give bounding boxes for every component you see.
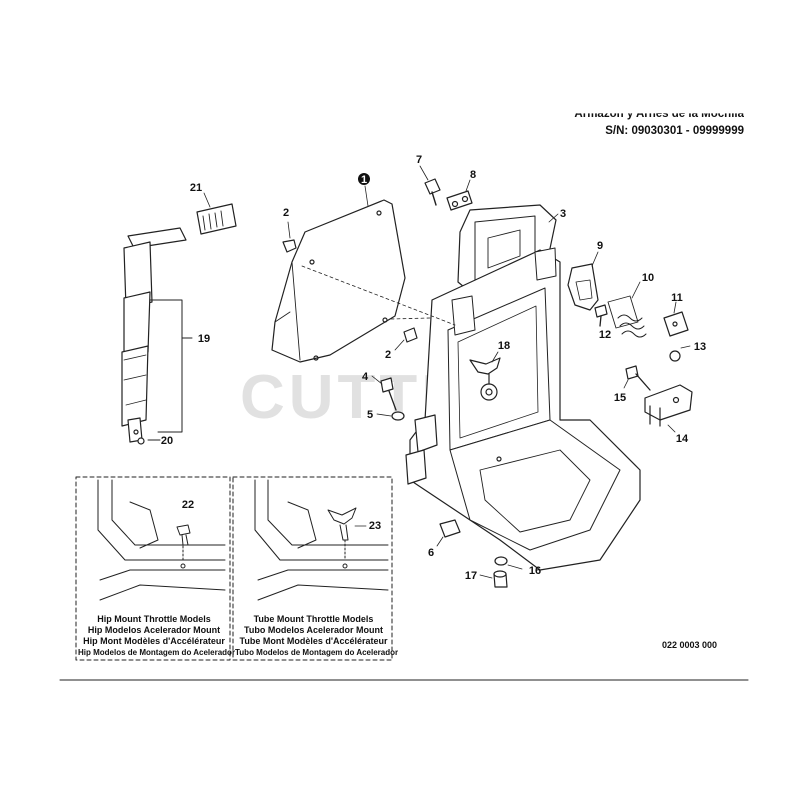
caption-line: Hip Mount Throttle Models bbox=[97, 614, 211, 624]
callout-21: 21 bbox=[190, 182, 202, 194]
shoulder-strap-part bbox=[121, 227, 187, 445]
callout-9: 9 bbox=[597, 240, 603, 252]
bolt-part bbox=[371, 375, 397, 411]
washer-part bbox=[494, 556, 508, 566]
callout-7: 7 bbox=[416, 154, 422, 166]
callout-17: 17 bbox=[465, 570, 477, 582]
caption-line: Tubo Modelos de Montagem do Acelerador bbox=[235, 648, 399, 657]
callout-10: 10 bbox=[642, 272, 654, 284]
buckle-part bbox=[196, 192, 237, 235]
callout-23: 23 bbox=[369, 520, 381, 532]
bracket-part bbox=[663, 301, 689, 337]
callout-2: 2 bbox=[385, 349, 391, 361]
callout-15: 15 bbox=[614, 392, 626, 404]
callout-1: 1 bbox=[361, 174, 367, 186]
callout-3: 3 bbox=[560, 208, 566, 220]
document-number: 022 0003 000 bbox=[662, 640, 718, 650]
callout-20: 20 bbox=[161, 435, 173, 447]
latch-part bbox=[567, 251, 599, 311]
header-title: Armazón y Arnés de la Mochila bbox=[574, 108, 744, 120]
knob-part bbox=[469, 351, 501, 401]
caption-line: Hip Modelos de Montagem do Acelerador bbox=[78, 648, 236, 657]
hip-inset-drawing bbox=[97, 479, 226, 601]
caption-line: Tube Mont Modèles d'Accélérateur bbox=[239, 636, 388, 646]
callout-18: 18 bbox=[498, 340, 510, 352]
callout-6: 6 bbox=[428, 547, 434, 559]
screw-part bbox=[623, 365, 651, 391]
callout-2: 2 bbox=[283, 207, 289, 219]
header-serial: S/N: 09030301 - 09999999 bbox=[605, 125, 744, 137]
tube-inset-drawing bbox=[254, 479, 389, 601]
caption-tube-mount: Tube Mount Throttle Models Tubo Modelos … bbox=[235, 614, 399, 658]
mount-part bbox=[644, 384, 693, 433]
callout-13: 13 bbox=[694, 341, 706, 353]
screw-part bbox=[394, 327, 418, 351]
caption-line: Hip Mont Modèles d'Accélérateur bbox=[83, 636, 225, 646]
callout-14: 14 bbox=[676, 433, 689, 445]
spring-part bbox=[607, 281, 647, 338]
caption-hip-mount: Hip Mount Throttle Models Hip Modelos Ac… bbox=[78, 614, 236, 658]
washer-part bbox=[669, 350, 681, 362]
clip-part bbox=[446, 179, 473, 211]
callout-12: 12 bbox=[599, 329, 611, 341]
callout-16: 16 bbox=[529, 565, 541, 577]
screw-part bbox=[419, 165, 441, 206]
callout-8: 8 bbox=[470, 169, 476, 181]
callout-22: 22 bbox=[182, 499, 194, 511]
foot-part bbox=[436, 519, 461, 547]
screw-part bbox=[594, 304, 608, 327]
callout-11: 11 bbox=[671, 292, 683, 304]
caption-line: Tube Mount Throttle Models bbox=[253, 614, 374, 624]
back-pad-part bbox=[271, 173, 406, 363]
caption-line: Tubo Modelos Acelerador Mount bbox=[244, 625, 383, 635]
inset-hip bbox=[75, 476, 231, 661]
callout-19: 19 bbox=[198, 333, 210, 345]
callout-5: 5 bbox=[367, 409, 373, 421]
washer-part bbox=[391, 411, 405, 421]
spacer-part bbox=[493, 570, 508, 588]
frame-part bbox=[405, 204, 641, 571]
inset-tube bbox=[232, 476, 393, 661]
callout-4: 4 bbox=[362, 371, 369, 383]
nut-part bbox=[282, 221, 297, 253]
caption-line: Hip Modelos Acelerador Mount bbox=[87, 625, 221, 635]
